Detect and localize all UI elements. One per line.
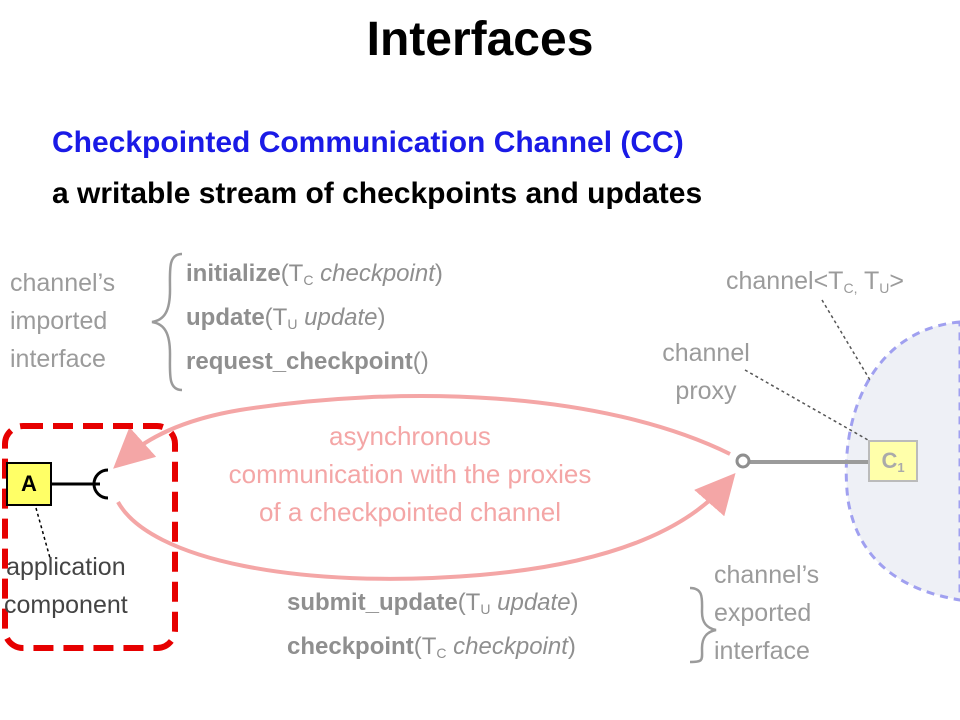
- subtitle-line-1: Checkpointed Communication Channel (CC): [52, 126, 684, 159]
- component-a-receptacle-icon: [92, 468, 109, 500]
- method-request-checkpoint: request_checkpoint(): [186, 348, 429, 375]
- application-label-line: component: [4, 591, 128, 619]
- imported-methods: initialize(TC checkpoint) update(TU upda…: [186, 255, 443, 381]
- imported-label-line: channel’s: [10, 269, 116, 297]
- proxy-socket-icon: [735, 453, 751, 469]
- exported-label-line: channel’s: [714, 561, 820, 589]
- application-label-line: application: [6, 553, 126, 581]
- exported-brace-icon: [689, 586, 717, 664]
- communication-line: communication with the proxies: [228, 459, 592, 489]
- imported-brace-icon: [151, 252, 183, 392]
- method-checkpoint: checkpoint(TC checkpoint): [287, 633, 576, 661]
- channel-proxy-label: channel proxy: [650, 334, 762, 410]
- communication-line: of a checkpointed channel: [258, 497, 562, 527]
- proxy-leader: [744, 369, 869, 441]
- communication-description: asynchronous communication with the prox…: [175, 417, 645, 531]
- application-component-label: application component: [4, 548, 128, 624]
- exported-label-line: exported: [714, 599, 812, 627]
- method-update: update(TU update): [186, 304, 386, 332]
- imported-label-line: imported: [10, 307, 108, 335]
- proxy-label-line: channel: [662, 339, 750, 367]
- channel-type-leader: [821, 299, 871, 381]
- application-boundary: [2, 423, 178, 651]
- page-title: Interfaces: [366, 13, 594, 66]
- arrow-to-component: [113, 394, 731, 469]
- method-initialize: initialize(TC checkpoint): [186, 260, 443, 288]
- exported-label-line: interface: [714, 637, 810, 665]
- communication-line: asynchronous: [329, 421, 491, 451]
- arrow-to-proxy: [116, 472, 736, 581]
- component-c1: C1: [868, 440, 918, 482]
- component-a: A: [6, 462, 52, 506]
- proxy-label-line: proxy: [675, 377, 737, 405]
- imported-interface-label: channel’s imported interface: [10, 264, 115, 378]
- application-leader: [35, 507, 51, 559]
- imported-label-line: interface: [10, 345, 106, 373]
- channel-type-label: channel<TC, TU>: [726, 267, 904, 296]
- exported-methods: submit_update(TU update) checkpoint(TC c…: [287, 584, 579, 672]
- method-submit-update: submit_update(TU update): [287, 589, 579, 617]
- exported-interface-label: channel’s exported interface: [714, 556, 819, 670]
- subtitle-line-2: a writable stream of checkpoints and upd…: [52, 177, 703, 210]
